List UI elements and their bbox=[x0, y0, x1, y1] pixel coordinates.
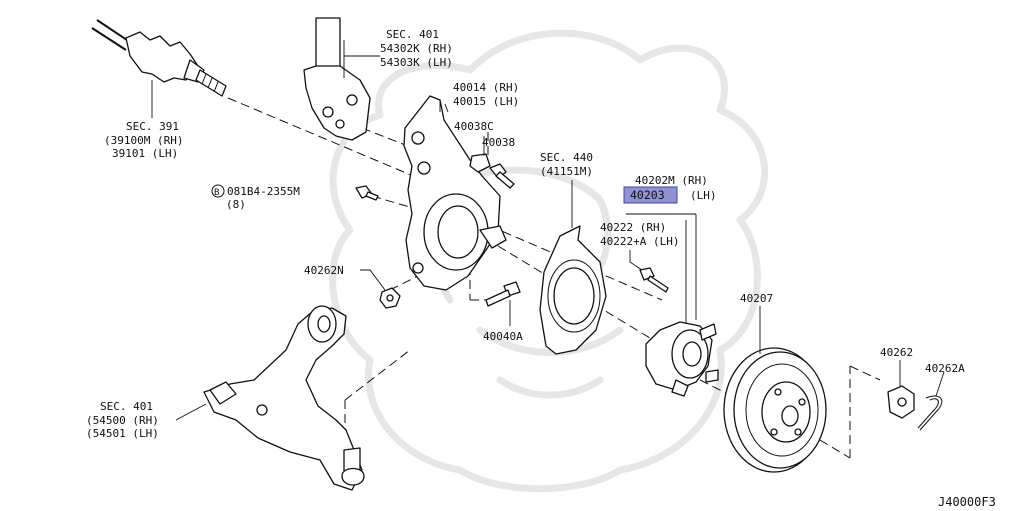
label-hub-lh[interactable]: (LH) bbox=[690, 189, 717, 202]
label-40038c[interactable]: 40038C bbox=[454, 120, 494, 133]
strut-bracket bbox=[303, 17, 380, 141]
label-strut-lh[interactable]: 54303K (LH) bbox=[380, 56, 453, 69]
hub-nut-40262 bbox=[887, 360, 915, 419]
baffle-plate bbox=[539, 180, 607, 355]
label-rotor[interactable]: 40207 bbox=[740, 292, 773, 305]
bolt-symbol-letter: B bbox=[214, 188, 219, 198]
label-baffle[interactable]: (41151M) bbox=[540, 165, 593, 178]
label-shaft-rh[interactable]: (39100M (RH) bbox=[104, 134, 183, 147]
hub-assembly bbox=[626, 213, 719, 397]
bolt-symbol-icon bbox=[211, 184, 225, 198]
nut-40262n bbox=[360, 269, 401, 309]
label-40040a[interactable]: 40040A bbox=[483, 330, 523, 343]
cotter-pin-40262a bbox=[917, 371, 945, 431]
label-sec401-strut[interactable]: SEC. 401 bbox=[386, 28, 439, 41]
label-bolt-qty[interactable]: (8) bbox=[226, 198, 246, 211]
label-bolt-code[interactable]: 081B4-2355M bbox=[227, 185, 300, 198]
label-40262[interactable]: 40262 bbox=[880, 346, 913, 359]
steering-knuckle bbox=[403, 95, 507, 291]
labels: SEC. 401 54302K (RH) 54303K (LH) 40014 (… bbox=[86, 28, 996, 509]
label-hubbolt-lh[interactable]: 40222+A (LH) bbox=[600, 235, 679, 248]
bolt-081b4 bbox=[355, 185, 379, 201]
label-knuckle-rh[interactable]: 40014 (RH) bbox=[453, 81, 519, 94]
label-knuckle-lh[interactable]: 40015 (LH) bbox=[453, 95, 519, 108]
label-sec391[interactable]: SEC. 391 bbox=[126, 120, 179, 133]
diagram-code: J40000F3 bbox=[938, 495, 996, 509]
label-hubbolt-rh[interactable]: 40222 (RH) bbox=[600, 221, 666, 234]
label-hub-selected[interactable]: 40203 bbox=[630, 188, 665, 202]
label-shaft-lh[interactable]: 39101 (LH) bbox=[112, 147, 178, 160]
brake-rotor bbox=[723, 306, 827, 473]
bolt-40040a bbox=[485, 281, 521, 326]
label-40038[interactable]: 40038 bbox=[482, 136, 515, 149]
drive-shaft bbox=[91, 19, 227, 118]
label-arm-rh[interactable]: (54500 (RH) bbox=[86, 414, 159, 427]
selected-part-highlight[interactable] bbox=[623, 186, 678, 204]
label-40262n[interactable]: 40262N bbox=[304, 264, 344, 277]
bolt-40038 bbox=[483, 136, 515, 189]
label-hub-rh[interactable]: 40202M (RH) bbox=[635, 174, 708, 187]
label-sec401-arm[interactable]: SEC. 401 bbox=[100, 400, 153, 413]
label-sec440[interactable]: SEC. 440 bbox=[540, 151, 593, 164]
label-arm-lh[interactable]: (54501 (LH) bbox=[86, 427, 159, 440]
label-40262a[interactable]: 40262A bbox=[925, 362, 965, 375]
lower-control-arm bbox=[175, 305, 365, 491]
hub-bolt-40222 bbox=[629, 220, 687, 324]
label-strut-rh[interactable]: 54302K (RH) bbox=[380, 42, 453, 55]
